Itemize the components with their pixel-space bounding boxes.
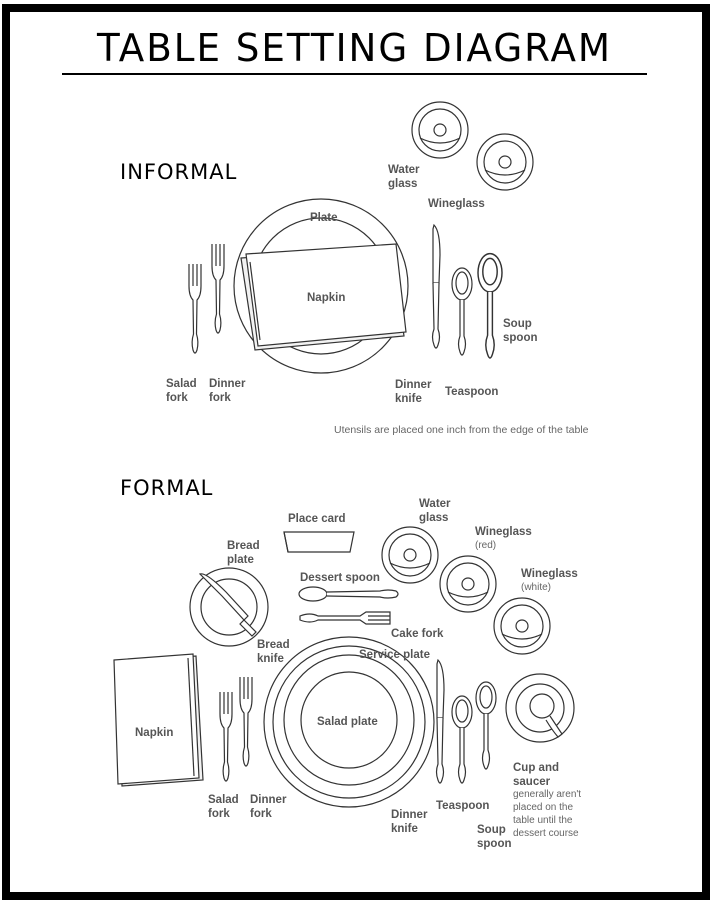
formal-salad-plate-label: Salad plate (317, 716, 378, 728)
informal-soup-spoon-icon (477, 252, 503, 359)
formal-dessert-spoon-label: Dessert spoon (300, 572, 380, 584)
formal-salad-plate-icon (283, 654, 415, 786)
informal-napkin-icon (240, 243, 407, 351)
formal-cake-fork-icon (299, 611, 391, 625)
title-underline (62, 73, 647, 75)
formal-salad-fork-icon (219, 691, 233, 782)
informal-teaspoon-icon (451, 267, 473, 356)
informal-wineglass-label: Wineglass (428, 198, 485, 210)
formal-dessert-spoon-icon (298, 586, 399, 602)
informal-napkin-label: Napkin (307, 292, 346, 304)
formal-place-card-label: Place card (288, 513, 346, 525)
formal-dinner-knife-icon (435, 659, 445, 784)
formal-wineglass-white-label: Wineglass(white) (521, 568, 578, 593)
formal-teaspoon-icon (451, 695, 473, 784)
formal-bread-knife-icon (198, 573, 257, 637)
formal-wineglass-white-icon (493, 597, 551, 655)
formal-napkin-label: Napkin (135, 727, 174, 739)
informal-dinner-knife-icon (431, 224, 441, 349)
formal-napkin-icon (113, 653, 204, 787)
formal-wineglass-red-label: Wineglass(red) (475, 526, 532, 551)
informal-plate-label: Plate (310, 212, 338, 224)
formal-bread-plate-icon (189, 567, 269, 647)
formal-place-card-icon (283, 531, 355, 553)
formal-dinner-fork-icon (239, 676, 253, 767)
informal-teaspoon-label: Teaspoon (445, 386, 499, 398)
formal-service-plate-label: Service plate (359, 649, 430, 661)
formal-cup-saucer-icon (505, 673, 575, 743)
informal-water-glass-icon (411, 101, 469, 159)
informal-dinner-fork-icon (211, 243, 225, 334)
informal-wineglass-icon (476, 133, 534, 191)
formal-water-glass-icon (381, 526, 439, 584)
formal-heading: FORMAL (120, 476, 214, 500)
formal-wineglass-red-icon (439, 555, 497, 613)
informal-note: Utensils are placed one inch from the ed… (334, 424, 589, 436)
informal-salad-fork-icon (188, 263, 202, 354)
page-title: TABLE SETTING DIAGRAM (96, 26, 613, 70)
diagram-frame (2, 4, 710, 900)
formal-cake-fork-label: Cake fork (391, 628, 444, 640)
informal-heading: INFORMAL (120, 160, 238, 184)
formal-teaspoon-label: Teaspoon (436, 800, 490, 812)
formal-soup-spoon-icon (475, 681, 497, 770)
